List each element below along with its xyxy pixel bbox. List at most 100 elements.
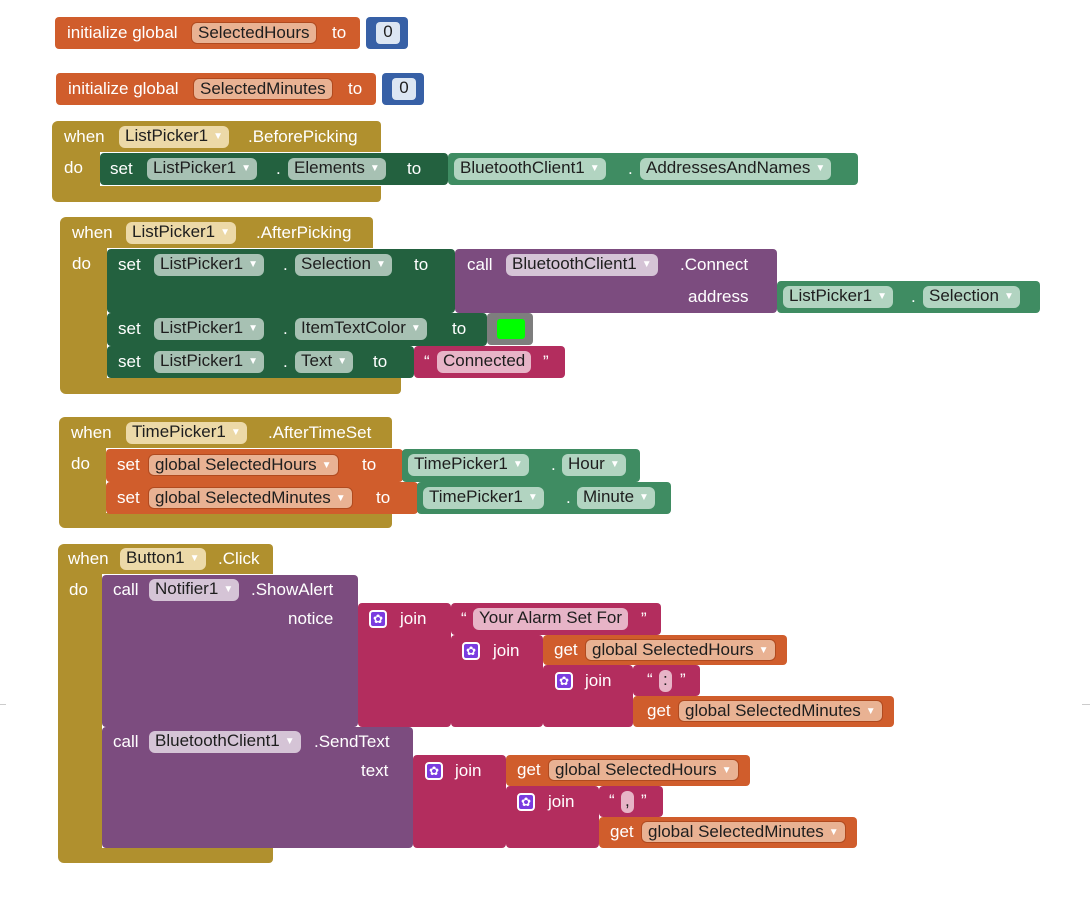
method-name: .SendText: [314, 732, 390, 751]
text-value-field[interactable]: :: [659, 670, 672, 692]
variable-name-field[interactable]: SelectedHours: [191, 22, 317, 44]
event-do-column: do: [58, 574, 102, 850]
variable-dropdown[interactable]: global SelectedHours▼: [548, 759, 739, 781]
open-quote: “: [609, 791, 615, 810]
component-dropdown[interactable]: ListPicker1▼: [126, 222, 237, 244]
timepicker-hour-getter-block[interactable]: TimePicker1▼ . Hour▼: [402, 449, 640, 482]
green-color-swatch[interactable]: [497, 319, 525, 339]
set-listpicker-selection-block[interactable]: set ListPicker1▼ . Selection▼ to: [107, 249, 455, 313]
join-block[interactable]: ✿ join: [413, 755, 506, 848]
number-value-field[interactable]: 0: [392, 78, 416, 100]
dropdown-arrow-icon: ▼: [865, 706, 876, 717]
set-listpicker-text-block[interactable]: set ListPicker1▼ . Text▼ to: [107, 346, 414, 378]
workspace-edge-left: [0, 704, 6, 705]
property-dropdown[interactable]: Text▼: [295, 351, 354, 373]
number-block[interactable]: 0: [382, 73, 424, 105]
set-listpicker-itemtextcolor-block[interactable]: set ListPicker1▼ . ItemTextColor▼ to: [107, 313, 487, 346]
get-keyword: get: [610, 822, 634, 841]
component-dropdown[interactable]: ListPicker1▼: [154, 254, 265, 276]
mutator-gear-icon[interactable]: ✿: [555, 672, 573, 690]
component-name: TimePicker1: [132, 422, 226, 441]
timepicker-minute-getter-block[interactable]: TimePicker1▼ . Minute▼: [417, 482, 671, 514]
property-dropdown[interactable]: AddressesAndNames▼: [640, 158, 832, 180]
component-dropdown[interactable]: ListPicker1▼: [783, 286, 894, 308]
number-value-field[interactable]: 0: [376, 22, 400, 44]
component-dropdown[interactable]: TimePicker1▼: [126, 422, 247, 444]
mutator-gear-icon[interactable]: ✿: [425, 762, 443, 780]
join-block[interactable]: ✿ join: [451, 635, 543, 727]
get-keyword: get: [517, 760, 541, 779]
event-name: .BeforePicking: [248, 127, 358, 146]
dropdown-arrow-icon: ▼: [248, 356, 259, 367]
text-string-block[interactable]: “ , ”: [599, 786, 663, 817]
component-dropdown[interactable]: BluetoothClient1▼: [506, 254, 658, 276]
component-dropdown[interactable]: ListPicker1▼: [154, 351, 265, 373]
get-global-selectedhours-block[interactable]: get global SelectedHours▼: [543, 635, 787, 665]
property-dropdown[interactable]: Minute▼: [577, 487, 655, 509]
button-click-event-block[interactable]: when Button1▼ .Click: [58, 544, 273, 574]
after-picking-event-block[interactable]: when ListPicker1▼ .AfterPicking: [60, 217, 373, 248]
component-dropdown[interactable]: TimePicker1▼: [408, 454, 529, 476]
notice-socket-label: notice: [288, 609, 334, 628]
get-global-selectedminutes-block[interactable]: get global SelectedMinutes▼: [633, 696, 894, 727]
component-dropdown[interactable]: ListPicker1▼: [147, 158, 258, 180]
mutator-gear-icon[interactable]: ✿: [462, 642, 480, 660]
property-dropdown[interactable]: Hour▼: [562, 454, 626, 476]
color-green-block[interactable]: [487, 313, 533, 345]
text-string-block[interactable]: “ Connected ”: [414, 346, 565, 378]
variable-dropdown[interactable]: global SelectedMinutes▼: [148, 487, 353, 509]
component-name: ListPicker1: [160, 318, 244, 337]
dropdown-arrow-icon: ▼: [220, 227, 231, 238]
before-picking-event-block[interactable]: when ListPicker1▼ .BeforePicking: [52, 121, 381, 152]
init-global-selectedminutes-block[interactable]: initialize global SelectedMinutes to: [56, 73, 376, 105]
text-value-field[interactable]: Connected: [437, 351, 532, 373]
text-value-field[interactable]: ,: [621, 791, 634, 813]
join-block[interactable]: ✿ join: [358, 603, 451, 727]
variable-dropdown[interactable]: global SelectedMinutes▼: [678, 700, 883, 722]
variable-dropdown[interactable]: global SelectedMinutes▼: [641, 821, 846, 843]
listpicker-selection-getter-block[interactable]: ListPicker1▼ . Selection▼: [777, 281, 1040, 313]
event-name: .AfterTimeSet: [268, 423, 372, 442]
property-dropdown[interactable]: ItemTextColor▼: [295, 318, 427, 340]
init-global-selectedhours-block[interactable]: initialize global SelectedHours to: [55, 17, 360, 49]
after-time-set-event-block[interactable]: when TimePicker1▼ .AfterTimeSet: [59, 417, 392, 448]
call-notifier-showalert-block[interactable]: call Notifier1▼ .ShowAlert notice: [102, 575, 358, 727]
variable-dropdown[interactable]: global SelectedHours▼: [148, 454, 339, 476]
when-keyword: when: [64, 127, 105, 146]
number-block[interactable]: 0: [366, 17, 408, 49]
get-global-selectedhours-block[interactable]: get global SelectedHours▼: [506, 755, 750, 786]
component-dropdown[interactable]: Notifier1▼: [149, 579, 240, 601]
set-global-selectedminutes-block[interactable]: set global SelectedMinutes▼ to: [106, 482, 418, 514]
join-block[interactable]: ✿ join: [543, 665, 633, 727]
property-dropdown[interactable]: Selection▼: [923, 286, 1020, 308]
component-dropdown[interactable]: Button1▼: [120, 548, 206, 570]
mutator-gear-icon[interactable]: ✿: [369, 610, 387, 628]
variable-name-field[interactable]: SelectedMinutes: [193, 78, 333, 100]
set-keyword: set: [118, 352, 141, 371]
component-dropdown[interactable]: TimePicker1▼: [423, 487, 544, 509]
set-global-selectedhours-block[interactable]: set global SelectedHours▼ to: [106, 449, 403, 482]
text-string-block[interactable]: “ Your Alarm Set For ”: [451, 603, 661, 635]
call-bluetooth-connect-block[interactable]: call BluetoothClient1▼ .Connect address: [455, 249, 777, 313]
component-dropdown[interactable]: BluetoothClient1▼: [149, 731, 301, 753]
join-block[interactable]: ✿ join: [506, 786, 599, 848]
text-value-field[interactable]: Your Alarm Set For: [473, 608, 628, 630]
mutator-gear-icon[interactable]: ✿: [517, 793, 535, 811]
get-global-selectedminutes-block[interactable]: get global SelectedMinutes▼: [599, 817, 857, 848]
open-quote: “: [461, 609, 467, 628]
call-bluetooth-sendtext-block[interactable]: call BluetoothClient1▼ .SendText text: [102, 727, 413, 848]
component-dropdown[interactable]: BluetoothClient1▼: [454, 158, 606, 180]
component-dropdown[interactable]: ListPicker1▼: [119, 126, 230, 148]
property-dropdown[interactable]: Elements▼: [288, 158, 386, 180]
component-property-getter-block[interactable]: BluetoothClient1▼ . AddressesAndNames▼: [448, 153, 858, 185]
dropdown-arrow-icon: ▼: [641, 259, 652, 270]
property-dropdown[interactable]: Selection▼: [295, 254, 392, 276]
join-keyword: join: [548, 792, 575, 811]
set-component-property-block[interactable]: set ListPicker1▼ . Elements▼ to: [100, 153, 448, 185]
text-string-block[interactable]: “ : ”: [633, 665, 700, 696]
variable-dropdown[interactable]: global SelectedHours▼: [585, 639, 776, 661]
component-name: ListPicker1: [125, 126, 209, 145]
component-dropdown[interactable]: ListPicker1▼: [154, 318, 265, 340]
dot-separator: .: [283, 319, 288, 338]
event-do-column: do: [52, 152, 100, 188]
